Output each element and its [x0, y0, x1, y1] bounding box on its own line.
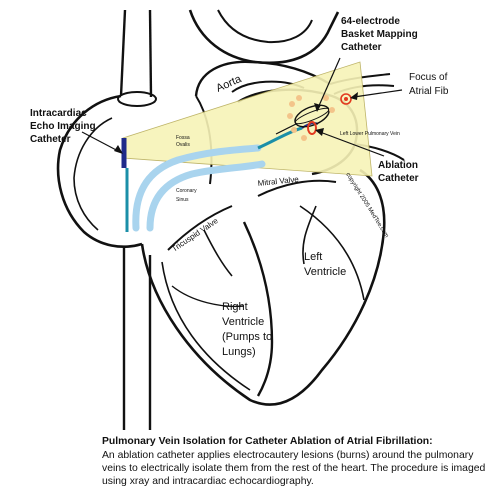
right-ventricle-label-3: (Pumps to — [222, 331, 272, 343]
basket-leader — [317, 57, 341, 109]
atrial-fib-focus-core — [344, 97, 348, 101]
basket-catheter-label-3: Catheter — [341, 42, 382, 53]
caption-body: An ablation catheter applies electrocaut… — [102, 450, 486, 488]
ablation-catheter-label-2: Catheter — [378, 173, 419, 184]
coronary-sinus-label-1: Coronary — [176, 188, 197, 194]
pulmonary-trunk — [194, 60, 331, 97]
aortic-arch — [188, 9, 340, 65]
lesion-dot — [329, 107, 335, 113]
ablation-leader — [319, 131, 385, 157]
ablation-catheter-wire — [257, 126, 303, 150]
ice-catheter-label-2: Echo Imaging — [30, 121, 96, 132]
focus-label-2: Atrial Fib — [409, 86, 449, 97]
arrowhead — [315, 128, 324, 136]
ice-leader — [81, 131, 121, 153]
papillary-right — [203, 229, 233, 277]
echo-imaging-beam — [122, 61, 373, 177]
right-ventricle-label-4: Lungs) — [222, 346, 256, 358]
coronary-sinus-label-2: Sinus — [176, 197, 189, 203]
mitral-valve-label: Mitral Valve — [257, 175, 299, 188]
ablation-lesions — [287, 95, 335, 141]
leader-arrowheads — [114, 92, 358, 154]
epicardial-fat-fold — [171, 285, 245, 308]
superior-vena-cava-wall — [148, 9, 153, 98]
ice-catheter-label-3: Catheter — [30, 134, 71, 145]
aorta-label: Aorta — [214, 73, 244, 95]
basket-spline — [294, 107, 330, 125]
focus-label-1: Focus of — [409, 72, 448, 83]
right-ventricle-label-2: Ventricle — [222, 316, 264, 328]
transseptal-sheath — [132, 144, 262, 232]
svc-rim — [117, 91, 157, 107]
left-ventricle-label-1: Left — [304, 251, 322, 263]
left-ventricle-wall — [299, 205, 365, 301]
right-atrium — [56, 94, 143, 248]
caption-title: Pulmonary Vein Isolation for Catheter Ab… — [102, 436, 433, 447]
heart-outline — [140, 168, 386, 406]
tricuspid-valve-line — [167, 205, 233, 251]
fossa-ovalis-label-1: Fossa — [176, 135, 190, 141]
coronary-sinus-sheath — [146, 160, 266, 232]
basket-catheter-label-2: Basket Mapping — [341, 29, 418, 40]
arrowhead — [350, 92, 358, 100]
arrowhead — [314, 103, 321, 112]
lesion-dot — [289, 101, 295, 107]
basket-catheter-label-1: 64-electrode — [341, 16, 400, 27]
lesion-dot — [301, 135, 307, 141]
lesion-dot — [296, 95, 302, 101]
lesion-dot — [287, 113, 293, 119]
heart-diagram: Aorta 64-electrode Basket Mapping Cathet… — [30, 9, 449, 430]
mitral-valve-line — [257, 179, 337, 197]
interventricular-septum — [242, 221, 274, 397]
right-atrium-inner — [73, 117, 113, 231]
left-ventricle-label-2: Ventricle — [304, 266, 346, 278]
lesion-dot — [291, 127, 297, 133]
basket-shaft — [275, 123, 297, 135]
focus-leader — [353, 89, 403, 98]
ice-catheter-label-1: Intracardiac — [30, 108, 87, 119]
ablation-catheter-label-1: Ablation — [378, 160, 418, 171]
leader-lines — [81, 57, 403, 157]
papillary-left — [302, 205, 317, 265]
ablation-marker — [307, 121, 317, 135]
superior-vena-cava — [119, 9, 127, 97]
aortic-arch-inner — [217, 9, 313, 44]
lesion-dot — [323, 95, 329, 101]
atrial-fib-focus — [340, 93, 352, 105]
right-ventricle-label-1: Right — [222, 301, 248, 313]
arrowhead — [114, 145, 123, 154]
fossa-ovalis-label-2: Ovalis — [176, 142, 190, 148]
right-ventricle-wall — [161, 261, 251, 391]
pulmonary-vein-label: Left Lower Pulmonary Vein — [340, 131, 400, 137]
